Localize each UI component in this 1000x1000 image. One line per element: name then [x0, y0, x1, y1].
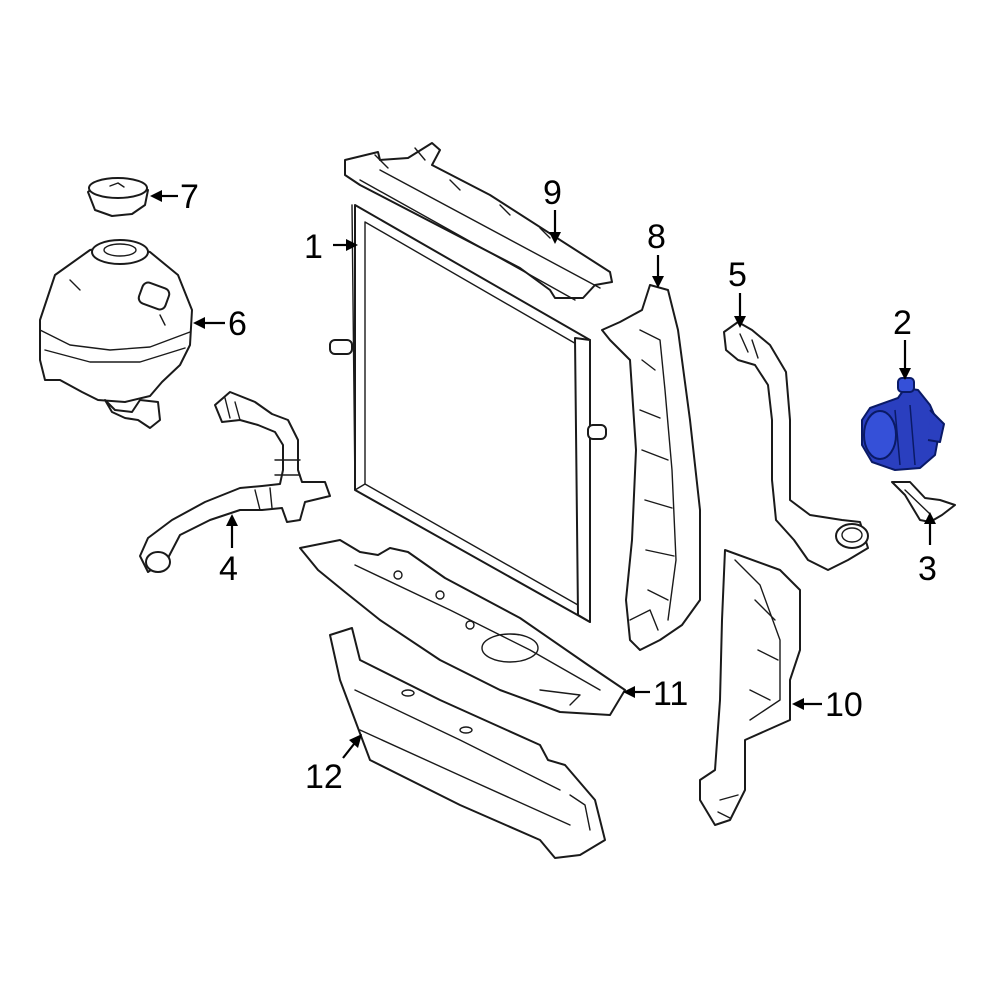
callout-labels: 1 2 3 4 5 6 7 8 9 10 11 12: [180, 174, 937, 796]
callout-4: 4: [219, 550, 238, 588]
side-air-guide-part: [601, 284, 701, 651]
upper-support-part: [344, 142, 613, 301]
coolant-hose-lower-part: [139, 391, 331, 573]
callout-12: 12: [305, 758, 343, 796]
radiator-part: [329, 204, 607, 623]
callout-8: 8: [647, 218, 666, 256]
callout-11: 11: [653, 675, 688, 713]
pump-bracket-part: [891, 481, 956, 523]
callout-5: 5: [728, 256, 747, 294]
callout-6: 6: [228, 305, 247, 343]
expansion-tank-part: [39, 239, 193, 429]
callout-1: 1: [304, 228, 323, 266]
coolant-hose-right-part: [723, 321, 869, 571]
callout-2: 2: [893, 304, 912, 342]
tank-cap-part: [87, 177, 149, 217]
callout-9: 9: [543, 174, 562, 212]
lower-air-guide-part: [299, 539, 626, 716]
callout-3: 3: [918, 550, 937, 588]
callout-7: 7: [180, 178, 199, 216]
callout-10: 10: [825, 686, 863, 724]
auxiliary-water-pump-part: [861, 377, 945, 471]
lower-deflector-part: [329, 627, 606, 859]
side-deflector-part: [699, 549, 801, 826]
leader-lines: [150, 190, 936, 759]
